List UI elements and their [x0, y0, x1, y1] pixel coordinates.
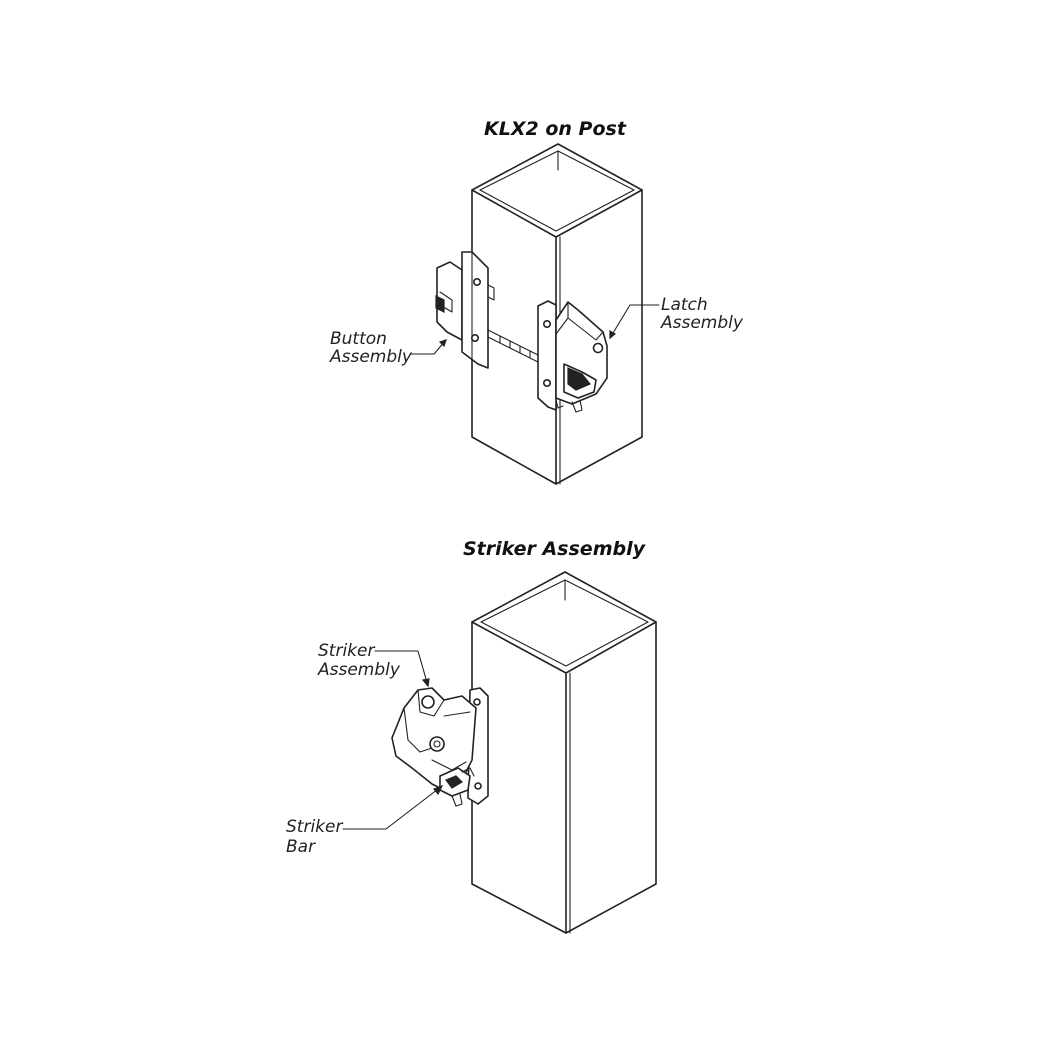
- latch-assembly-label: Latch Assembly: [660, 295, 744, 333]
- striker-assembly: [391, 687, 489, 807]
- latch-assembly: [537, 300, 608, 413]
- striker-bar-label: Striker Bar: [286, 817, 348, 857]
- bottom-post: [471, 571, 657, 934]
- button-assembly: [435, 251, 495, 369]
- button-assembly-callout: Button Assembly: [329, 329, 447, 367]
- top-diagram-title: KLX2 on Post: [484, 118, 627, 140]
- bottom-diagram-title: Striker Assembly: [463, 538, 647, 560]
- striker-assembly-label: Striker Assembly: [317, 641, 401, 680]
- through-rod: [487, 329, 541, 364]
- button-assembly-label: Button Assembly: [329, 329, 413, 367]
- latch-assembly-callout: Latch Assembly: [609, 295, 744, 340]
- striker-assembly-callout: Striker Assembly: [317, 641, 430, 688]
- top-post: [471, 143, 643, 485]
- striker-bar-callout: Striker Bar: [286, 784, 444, 857]
